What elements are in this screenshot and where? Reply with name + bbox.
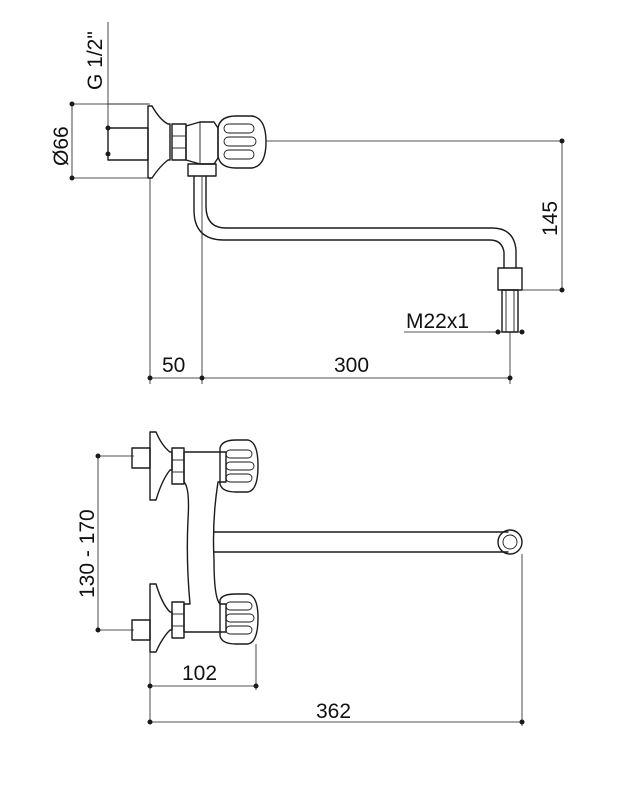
dimension-thread-inlet: G 1/2" [84, 22, 150, 157]
label-body-width: 102 [182, 662, 217, 685]
spout-tube [193, 175, 517, 269]
label-spout-thread: M22x1 [406, 310, 469, 333]
top-view: 130 - 170 102 362 [76, 431, 525, 726]
dimension-wall-offset-reach: 50 300 [147, 176, 513, 384]
label-spout-reach: 300 [334, 354, 369, 377]
label-thread-inlet: G 1/2" [84, 31, 107, 90]
label-spout-height: 145 [539, 201, 562, 236]
label-inlet-spacing: 130 - 170 [76, 509, 99, 598]
spout-top-view [213, 529, 523, 555]
handle-knob [217, 115, 267, 169]
upper-inlet-flange [131, 431, 185, 501]
dimension-flange-diameter: Ø66 [50, 101, 148, 181]
label-wall-offset: 50 [162, 354, 185, 377]
upper-handle-knob [219, 439, 259, 493]
side-view: G 1/2" Ø66 145 M22x1 [50, 22, 565, 384]
dimension-spout-thread: M22x1 [404, 310, 525, 335]
dimension-overall-length: 362 [147, 554, 525, 726]
label-flange-diameter: Ø66 [50, 126, 73, 166]
connecting-body [183, 451, 227, 633]
label-overall-length: 362 [316, 700, 351, 723]
dimension-inlet-spacing: 130 - 170 [76, 453, 134, 633]
wall-flange [107, 105, 171, 179]
spout-swivel [187, 163, 217, 177]
hex-nut [171, 123, 187, 161]
dimension-spout-height: 145 [266, 138, 565, 293]
spout-outlet [497, 267, 523, 333]
valve-body [185, 121, 219, 165]
dimension-body-width: 102 [147, 644, 259, 724]
lower-inlet-flange [131, 583, 185, 653]
lower-handle-knob [219, 593, 259, 645]
